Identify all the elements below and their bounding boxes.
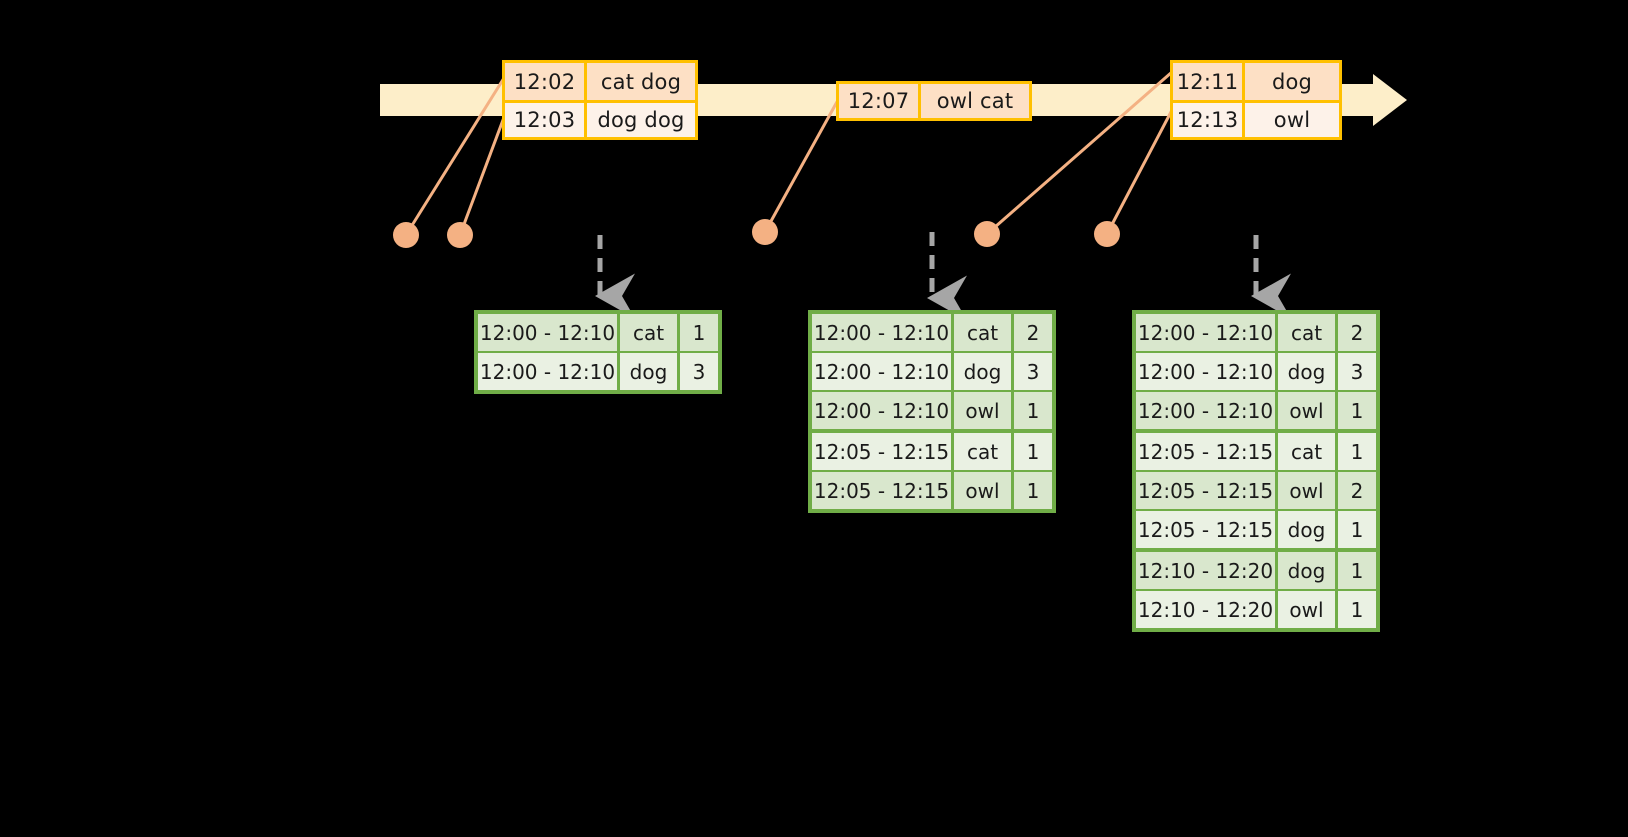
table-row[interactable]: 12:00 - 12:10 owl 1 [812,390,1052,429]
event-marker-dot-2 [447,222,473,248]
result-table-3[interactable]: 12:00 - 12:10 cat 2 12:00 - 12:10 dog 3 … [1132,310,1380,632]
event-row[interactable]: 12:13 owl [1173,100,1339,137]
table-row[interactable]: 12:05 - 12:15 owl 2 [1136,470,1376,509]
count-cell: 1 [1014,392,1052,429]
key-cell: owl [954,392,1014,429]
count-cell: 3 [680,353,718,390]
window-cell: 12:00 - 12:10 [812,392,954,429]
event-row[interactable]: 12:03 dog dog [505,100,695,137]
key-cell: dog [1278,552,1338,589]
event-row[interactable]: 12:07 owl cat [839,84,1029,118]
count-cell: 1 [1338,392,1376,429]
result-table-2[interactable]: 12:00 - 12:10 cat 2 12:00 - 12:10 dog 3 … [808,310,1056,513]
window-cell: 12:00 - 12:10 [812,353,954,390]
key-cell: cat [1278,314,1338,351]
window-cell: 12:00 - 12:10 [812,314,954,351]
table-row[interactable]: 12:10 - 12:20 owl 1 [1136,589,1376,628]
table-row[interactable]: 12:00 - 12:10 cat 2 [812,314,1052,351]
count-cell: 2 [1338,472,1376,509]
window-cell: 12:00 - 12:10 [478,314,620,351]
table-row[interactable]: 12:05 - 12:15 dog 1 [1136,509,1376,548]
event-marker-dot-4 [974,221,1000,247]
window-cell: 12:00 - 12:10 [478,353,620,390]
window-cell: 12:05 - 12:15 [1136,433,1278,470]
count-cell: 1 [1338,433,1376,470]
window-cell: 12:05 - 12:15 [812,472,954,509]
window-cell: 12:05 - 12:15 [1136,511,1278,548]
event-group-1[interactable]: 12:02 cat dog 12:03 dog dog [502,60,698,140]
event-payload: owl [1245,103,1339,137]
key-cell: dog [1278,353,1338,390]
window-cell: 12:00 - 12:10 [1136,392,1278,429]
event-time: 12:02 [505,63,587,100]
event-time: 12:03 [505,103,587,137]
event-row[interactable]: 12:02 cat dog [505,63,695,100]
event-payload: owl cat [921,84,1029,118]
count-cell: 2 [1338,314,1376,351]
table-row[interactable]: 12:00 - 12:10 dog 3 [1136,351,1376,390]
event-group-2[interactable]: 12:07 owl cat [836,81,1032,121]
table-row[interactable]: 12:00 - 12:10 owl 1 [1136,390,1376,429]
event-time: 12:13 [1173,103,1245,137]
window-cell: 12:10 - 12:20 [1136,552,1278,589]
key-cell: dog [954,353,1014,390]
table-row[interactable]: 12:10 - 12:20 dog 1 [1136,548,1376,589]
count-cell: 1 [1338,511,1376,548]
table-row[interactable]: 12:05 - 12:15 cat 1 [1136,429,1376,470]
key-cell: cat [620,314,680,351]
count-cell: 1 [1014,433,1052,470]
key-cell: cat [1278,433,1338,470]
count-cell: 1 [1338,591,1376,628]
table-row[interactable]: 12:00 - 12:10 dog 3 [812,351,1052,390]
window-cell: 12:05 - 12:15 [1136,472,1278,509]
key-cell: dog [620,353,680,390]
window-cell: 12:10 - 12:20 [1136,591,1278,628]
event-time: 12:11 [1173,63,1245,100]
table-row[interactable]: 12:00 - 12:10 cat 1 [478,314,718,351]
window-cell: 12:00 - 12:10 [1136,314,1278,351]
count-cell: 1 [1338,552,1376,589]
table-row[interactable]: 12:05 - 12:15 owl 1 [812,470,1052,509]
window-cell: 12:05 - 12:15 [812,433,954,470]
event-payload: cat dog [587,63,695,100]
result-table-1[interactable]: 12:00 - 12:10 cat 1 12:00 - 12:10 dog 3 [474,310,722,394]
key-cell: cat [954,314,1014,351]
count-cell: 3 [1014,353,1052,390]
timeline-arrowhead [1373,74,1407,126]
key-cell: owl [1278,392,1338,429]
key-cell: owl [1278,472,1338,509]
event-row[interactable]: 12:11 dog [1173,63,1339,100]
event-marker-dot-5 [1094,221,1120,247]
key-cell: cat [954,433,1014,470]
table-row[interactable]: 12:00 - 12:10 cat 2 [1136,314,1376,351]
count-cell: 2 [1014,314,1052,351]
event-marker-dot-1 [393,222,419,248]
key-cell: owl [1278,591,1338,628]
key-cell: dog [1278,511,1338,548]
event-marker-dot-3 [752,219,778,245]
event-payload: dog [1245,63,1339,100]
count-cell: 3 [1338,353,1376,390]
count-cell: 1 [680,314,718,351]
table-row[interactable]: 12:00 - 12:10 dog 3 [478,351,718,390]
event-payload: dog dog [587,103,695,137]
window-cell: 12:00 - 12:10 [1136,353,1278,390]
key-cell: owl [954,472,1014,509]
event-group-3[interactable]: 12:11 dog 12:13 owl [1170,60,1342,140]
event-time: 12:07 [839,84,921,118]
table-row[interactable]: 12:05 - 12:15 cat 1 [812,429,1052,470]
count-cell: 1 [1014,472,1052,509]
